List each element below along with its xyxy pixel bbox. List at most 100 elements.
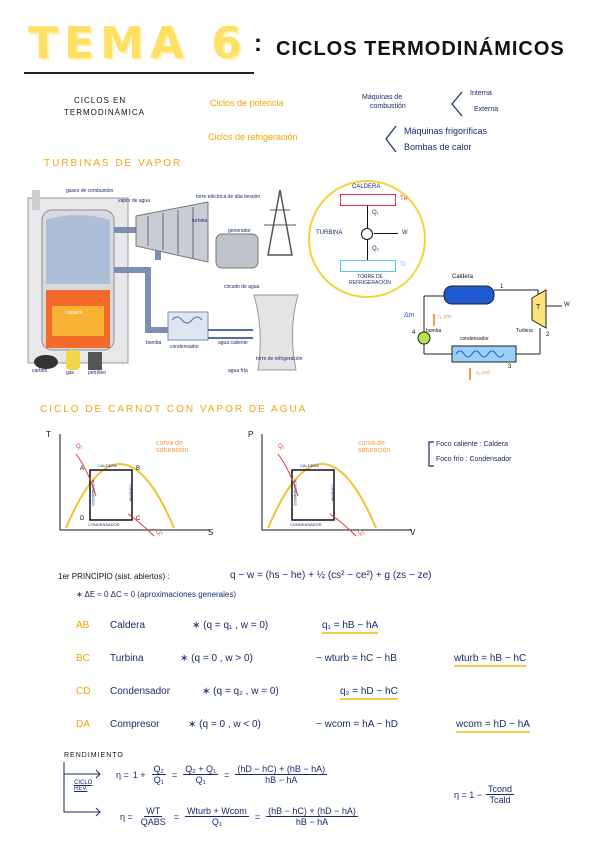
step-bc-name: Turbina — [110, 653, 144, 664]
step-da-cond: ∗ (q = 0 , w < 0) — [188, 719, 261, 730]
plant-label-gases: gases de combustión — [66, 188, 114, 194]
intro-refrig-cycles: Ciclos de refrigeración — [208, 132, 298, 142]
step-bc-result: − wturb = hC − hB — [316, 653, 397, 664]
plant-label-agua-fria: agua fría — [228, 368, 248, 374]
carnot-eta: η = 1 − — [454, 789, 483, 800]
step-ab-result: q₁ = hB − hA — [322, 620, 379, 634]
title-topic: TEMA 6 — [28, 18, 248, 69]
frac-h2-den: hB − hA — [295, 817, 329, 827]
circle-turbine-node — [361, 228, 373, 240]
efficiency-arrows — [63, 762, 101, 817]
step-cd-result: q₂ = hD − hC — [340, 686, 398, 700]
rankine-t: T — [536, 304, 541, 311]
title-colon: : — [254, 30, 263, 57]
pv-q1: Q₁ — [278, 444, 285, 450]
rankine-turbina: Turbina — [516, 328, 533, 334]
ts-q1: Q₁ — [76, 444, 83, 450]
circle-arrow-right — [374, 233, 398, 234]
step-da: DA Compresor ∗ (q = 0 , w < 0) − wcom = … — [76, 719, 576, 739]
plant-label-petroleo: petróleo — [88, 370, 107, 376]
equals-2: = — [224, 769, 230, 780]
step-da-name: Compresor — [110, 719, 160, 730]
rankine-schematic: Caldera T W Turbina bomba condensador Δm… — [404, 270, 574, 386]
rankine-w: W — [564, 302, 570, 308]
circle-caldera-box — [340, 194, 396, 206]
step-da-code: DA — [76, 719, 90, 730]
pv-svg — [261, 434, 412, 537]
principle-equation: q − w = (hs − he) + ½ (cs² − ce²) + g (z… — [230, 570, 432, 581]
equals-3: = — [173, 811, 180, 822]
rankine-svg — [417, 285, 562, 380]
step-bc-cond: ∗ (q = 0 , w > 0) — [180, 653, 253, 664]
foco-bracket — [428, 441, 434, 467]
turbines-heading: TURBINAS DE VAPOR — [44, 158, 183, 169]
power-plant-illustration: gases de combustión vapor de agua torre … — [18, 180, 308, 380]
rankine-n4: 4 — [412, 330, 416, 336]
step-bc-extra: wturb = hB − hC — [454, 653, 527, 667]
intro-power-cycles: Ciclos de potencia — [210, 98, 284, 108]
step-da-extra: wcom = hD − hA — [456, 719, 530, 733]
circle-th: Tн — [400, 196, 407, 202]
rankine-caldera: Caldera — [452, 274, 474, 280]
principle-approx: ∗ ΔE ≈ 0 ΔC ≈ 0 (aproximaciones generale… — [76, 590, 237, 599]
intro-bracket-1 — [451, 91, 463, 117]
carnot-heading: CICLO DE CARNOT CON VAPOR DE AGUA — [40, 404, 308, 415]
circle-caldera-label: CALDERA — [352, 184, 381, 190]
circle-tc: Tc — [400, 262, 406, 268]
step-cd: CD Condensador ∗ (q = q₂ , w = 0) q₂ = h… — [76, 686, 556, 706]
eta-2: η = — [120, 811, 133, 822]
intro-label-2: TERMODINÁMICA — [64, 108, 145, 117]
title-subtitle: CICLOS TERMODINÁMICOS — [276, 38, 565, 60]
step-cd-name: Condensador — [110, 686, 171, 697]
frac-h: (hD − hC) + (hB − hA)hB − hA — [235, 764, 328, 785]
frac-tcond: Tcond — [486, 784, 515, 795]
eta-1: η = — [116, 769, 129, 780]
plant-label-torre: torre eléctrica de alta tensión — [196, 194, 261, 200]
circle-diagram — [308, 180, 426, 298]
intro-refrig-machines: Máquinas frigoríficas — [404, 126, 488, 136]
plant-label-circuito: circuito de agua — [224, 284, 260, 290]
ts-caldera: CALDERA — [98, 463, 117, 468]
step-cd-code: CD — [76, 686, 91, 697]
frac-wt-num: WT — [144, 806, 163, 817]
frac-w-num: Wturb + Wcom — [185, 806, 249, 817]
rankine-n3: 3 — [508, 364, 512, 370]
frac-q2: Q₂ — [151, 764, 167, 775]
intro-bracket-2 — [385, 125, 397, 153]
rankine-q-abs: q_abs — [438, 314, 452, 320]
frac-h-num: (hD − hC) + (hB − hA) — [235, 764, 328, 775]
plant-label-caldera: caldera — [66, 310, 83, 316]
frac-h2-num: (hB − hC) + (hD − hA) — [266, 806, 358, 817]
one-plus: 1 + — [132, 769, 146, 780]
foco-frio: Foco frío : Condensador — [436, 456, 512, 463]
step-bc: BC Turbina ∗ (q = 0 , w > 0) − wturb = h… — [76, 653, 576, 673]
ts-point-a: A — [80, 466, 85, 472]
plant-label-gas: gas — [66, 370, 75, 376]
circle-torre-box — [340, 260, 396, 272]
intro-internal: Interna — [470, 90, 492, 97]
rankine-q-ced: q_ced — [476, 370, 490, 376]
pv-x-axis: V — [410, 528, 416, 537]
pv-curve-label: curva de saturación — [358, 440, 391, 454]
step-ab-cond: ∗ (q = q₁ , w = 0) — [192, 620, 269, 631]
ts-q2: Q₂ — [156, 530, 163, 536]
equals-1: = — [172, 769, 178, 780]
step-ab-code: AB — [76, 620, 90, 631]
frac-h2: (hB − hC) + (hD − hA)hB − hA — [266, 806, 358, 827]
power-plant-svg — [27, 189, 299, 371]
frac-sum-den: Q₁ — [195, 775, 206, 785]
plant-label-torre-refri: torre de refrigeración — [256, 356, 303, 362]
frac-w-den: Q₁ — [211, 817, 222, 827]
rankine-bomba: bomba — [426, 328, 442, 334]
ts-x-axis: S — [208, 528, 214, 537]
ts-compresor: COMPRESOR — [90, 479, 96, 506]
plant-label-carbon: carbón — [32, 368, 48, 374]
step-da-result: − wcom = hA − hD — [316, 719, 398, 730]
frac-sum-num: Q₂ + Q₁ — [183, 764, 219, 775]
